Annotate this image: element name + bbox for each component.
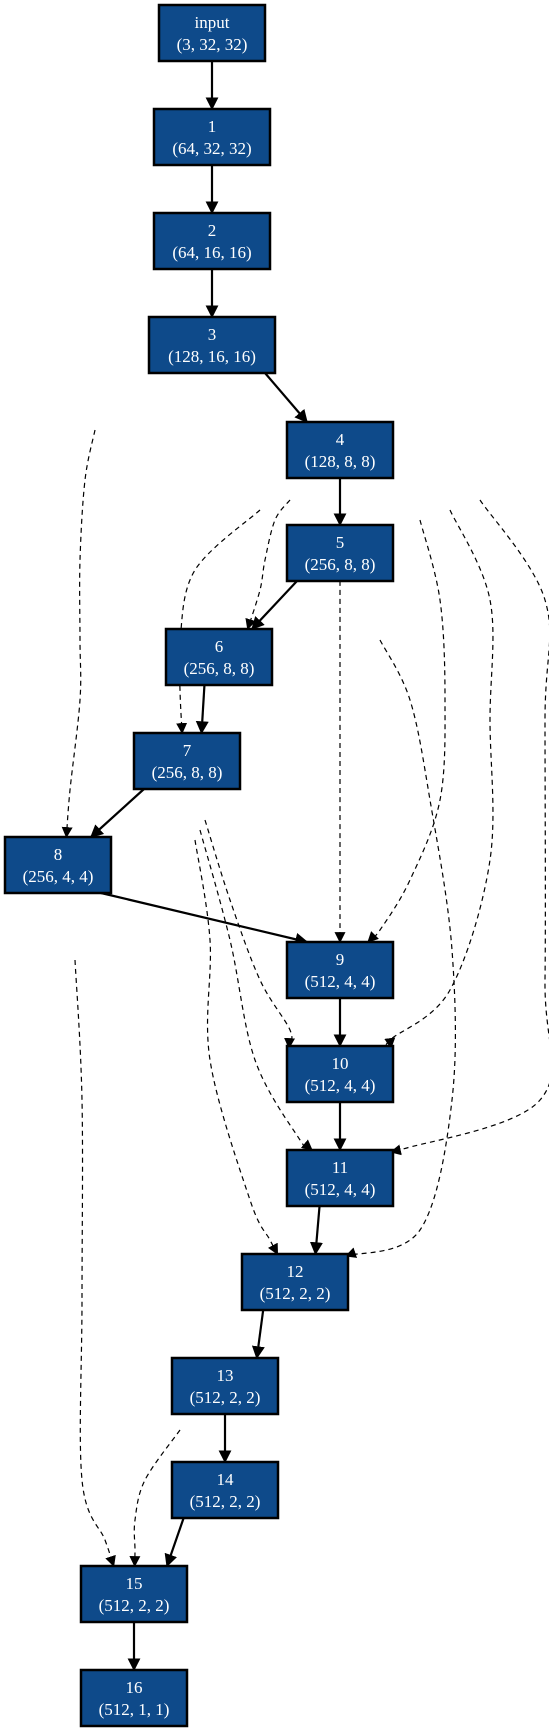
node-title: input — [195, 13, 230, 32]
node-title: 5 — [336, 533, 345, 552]
node-shape: (3, 32, 32) — [177, 35, 248, 54]
node-box — [170, 1460, 280, 1520]
node-13: 13 (512, 2, 2) — [170, 1356, 280, 1416]
node-6: 6 (256, 8, 8) — [164, 627, 274, 687]
node-box — [152, 107, 272, 167]
node-16: 16 (512, 1, 1) — [79, 1668, 189, 1728]
edge-14-to-15 — [164, 1517, 185, 1568]
node-shape: (512, 4, 4) — [305, 972, 376, 991]
node-title: 6 — [215, 637, 224, 656]
edge-13-to-15 — [129, 1429, 181, 1568]
edge-4-to-11 — [386, 499, 549, 1156]
node-title: 10 — [332, 1054, 349, 1073]
edge-8-to-9 — [100, 891, 309, 946]
node-14: 14 (512, 2, 2) — [170, 1460, 280, 1520]
node-shape: (512, 2, 2) — [99, 1596, 170, 1615]
node-box — [285, 420, 395, 480]
edge-5-to-6 — [251, 580, 298, 630]
edge-7-to-12 — [194, 839, 279, 1255]
node-shape: (64, 16, 16) — [172, 243, 251, 262]
node-5: 5 (256, 8, 8) — [285, 523, 395, 583]
node-shape: (512, 1, 1) — [99, 1700, 170, 1719]
node-box — [164, 627, 274, 687]
node-title: 8 — [54, 845, 63, 864]
node-shape: (256, 8, 8) — [305, 555, 376, 574]
node-1: 1 (64, 32, 32) — [152, 107, 272, 167]
node-shape: (256, 8, 8) — [184, 659, 255, 678]
node-shape: (512, 2, 2) — [260, 1284, 331, 1303]
node-7: 7 (256, 8, 8) — [132, 731, 242, 791]
node-box — [3, 835, 113, 895]
node-box — [147, 315, 277, 375]
node-title: 3 — [208, 325, 217, 344]
node-4: 4 (128, 8, 8) — [285, 420, 395, 480]
node-title: 16 — [126, 1678, 143, 1697]
edge-4-to-6 — [245, 499, 291, 631]
node-box — [132, 731, 242, 791]
node-shape: (512, 4, 4) — [305, 1076, 376, 1095]
node-shape: (128, 16, 16) — [168, 347, 256, 366]
node-shape: (256, 8, 8) — [152, 763, 223, 782]
node-title: 9 — [336, 950, 345, 969]
node-8: 8 (256, 4, 4) — [3, 835, 113, 895]
nodes-layer: input (3, 32, 32) 1 (64, 32, 32) 2 (64, 16, 1… — [3, 3, 395, 1728]
node-box — [79, 1668, 189, 1728]
node-box — [285, 940, 395, 1000]
edge-8-to-15 — [74, 959, 116, 1568]
node-2: 2 (64, 16, 16) — [152, 211, 272, 271]
node-shape: (256, 4, 4) — [23, 867, 94, 886]
node-title: 7 — [183, 741, 192, 760]
node-box — [285, 1044, 395, 1104]
node-10: 10 (512, 4, 4) — [285, 1044, 395, 1104]
node-box — [170, 1356, 280, 1416]
node-shape: (512, 2, 2) — [190, 1388, 261, 1407]
node-shape: (512, 4, 4) — [305, 1180, 376, 1199]
node-12: 12 (512, 2, 2) — [240, 1252, 350, 1312]
node-box — [157, 3, 267, 63]
node-9: 9 (512, 4, 4) — [285, 940, 395, 1000]
edge-7-to-10 — [204, 819, 296, 1050]
node-box — [285, 523, 395, 583]
node-input: input (3, 32, 32) — [157, 3, 267, 63]
edge-7-to-11 — [199, 829, 313, 1151]
node-shape: (512, 2, 2) — [190, 1492, 261, 1511]
node-title: 1 — [208, 117, 217, 136]
node-box — [240, 1252, 350, 1312]
edge-12-to-13 — [251, 1309, 265, 1360]
node-title: 12 — [287, 1262, 304, 1281]
edge-3-to-4 — [264, 372, 308, 423]
edge-4-to-10 — [384, 509, 494, 1050]
edge-3-to-8 — [61, 429, 96, 839]
edge-11-to-12 — [309, 1205, 323, 1256]
node-3: 3 (128, 16, 16) — [147, 315, 277, 375]
edge-4-to-7 — [176, 509, 261, 735]
node-box — [152, 211, 272, 271]
node-shape: (64, 32, 32) — [172, 139, 251, 158]
node-title: 4 — [336, 430, 345, 449]
node-11: 11 (512, 4, 4) — [285, 1148, 395, 1208]
node-title: 15 — [126, 1574, 143, 1593]
node-title: 11 — [332, 1158, 348, 1177]
node-box — [79, 1564, 189, 1624]
node-title: 14 — [217, 1470, 235, 1489]
node-title: 2 — [208, 221, 217, 240]
edge-7-to-8 — [90, 788, 145, 838]
node-title: 13 — [217, 1366, 234, 1385]
node-15: 15 (512, 2, 2) — [79, 1564, 189, 1624]
edge-4-to-9 — [367, 519, 446, 943]
edge-6-to-7 — [195, 684, 209, 735]
node-box — [285, 1148, 395, 1208]
edges-layer — [61, 61, 549, 1672]
node-shape: (128, 8, 8) — [305, 452, 376, 471]
